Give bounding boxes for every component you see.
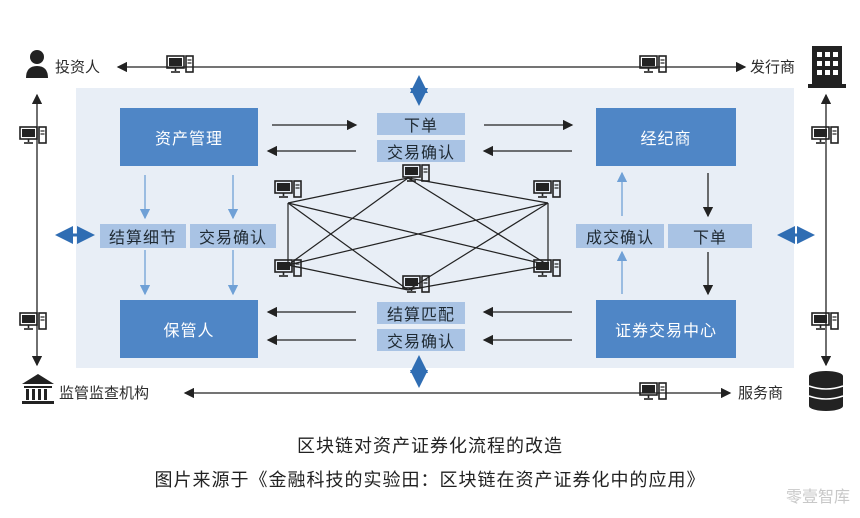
custodian-box: 保管人 xyxy=(120,300,258,358)
computer-icon xyxy=(19,126,47,144)
caption-source: 图片来源于《金融科技的实验田：区块链在资产证券化中的应用》 xyxy=(154,470,706,491)
building-icon xyxy=(808,46,846,88)
trade-confirm-label-top: 交易确认 xyxy=(377,140,465,162)
trade-confirm-label-left: 交易确认 xyxy=(190,224,276,248)
settlement-match-label: 结算匹配 xyxy=(377,302,465,324)
computer-icon xyxy=(19,312,47,330)
order-label-top: 下单 xyxy=(377,113,465,135)
caption-title: 区块链对资产证券化流程的改造 xyxy=(297,436,563,457)
service-provider-label: 服务商 xyxy=(738,384,784,402)
asset-management-box: 资产管理 xyxy=(120,108,258,166)
order-label-right: 下单 xyxy=(668,224,752,248)
deal-confirm-label: 成交确认 xyxy=(576,224,664,248)
computer-icon xyxy=(811,312,839,330)
regulator-label: 监管监查机构 xyxy=(59,384,150,402)
computer-icon xyxy=(639,382,667,400)
computer-icon xyxy=(811,126,839,144)
trade-confirm-label-bottom: 交易确认 xyxy=(377,329,465,351)
database-icon xyxy=(808,371,844,411)
computer-icon xyxy=(639,55,667,73)
computer-icon xyxy=(533,180,561,198)
watermark: 零壹智库 xyxy=(785,487,850,506)
broker-box: 经纪商 xyxy=(596,108,736,166)
settlement-detail-label: 结算细节 xyxy=(100,224,186,248)
computer-icon xyxy=(274,180,302,198)
computer-icon xyxy=(166,55,194,73)
person-icon xyxy=(26,50,48,78)
computer-icon xyxy=(533,259,561,277)
bank-icon xyxy=(22,374,54,404)
node-mesh xyxy=(287,177,549,291)
exchange-center-box: 证券交易中心 xyxy=(596,300,736,358)
issuer-label: 发行商 xyxy=(750,58,796,76)
investor-label: 投资人 xyxy=(55,58,101,76)
